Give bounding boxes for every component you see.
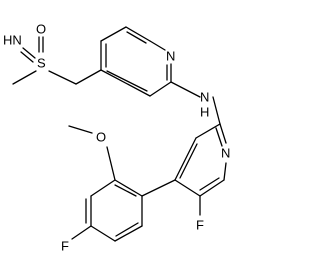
- bond-s-ch2: [48, 70, 77, 85]
- pyridine-fluorine-label: F: [196, 218, 204, 233]
- bond-s-nh-a: [22, 47, 36, 59]
- bond-b-c6-c5: [199, 179, 225, 197]
- bond-s-nh-b: [20, 51, 34, 63]
- bond-c1-n: [149, 40, 166, 51]
- bond-c6-nh: [170, 81, 201, 98]
- sulfoximine-group: [12, 36, 102, 85]
- sulfoximine-oxygen-label: O: [36, 22, 46, 37]
- pyridine-bottom-nitrogen-label: N: [221, 146, 230, 161]
- bond-p-c2-c3: [90, 179, 116, 197]
- bond-b-n-c6: [223, 162, 227, 181]
- amine-nitrogen-label: N: [200, 90, 209, 105]
- bond-b-c2-c3: [195, 123, 221, 139]
- bond-o-methyl: [68, 125, 93, 134]
- bond-c5-c4: [100, 69, 151, 97]
- bond-p-c4-c5: [90, 225, 116, 242]
- chemical-structure-diagram: HN O S N N H O N F F: [3, 22, 230, 254]
- amine-hydrogen-label: H: [200, 105, 209, 120]
- bond-p-c5-c6-inner: [115, 222, 139, 237]
- bond-s-methyl: [12, 70, 37, 85]
- bond-p-c1-c2: [114, 179, 143, 197]
- bond-p-c4-f: [71, 225, 92, 240]
- sulfur-label: S: [37, 56, 46, 71]
- lower-pyridine-ring: [174, 123, 227, 216]
- aryl-fluorine-label: F: [61, 239, 69, 254]
- bond-c2-c1-inner: [126, 31, 147, 44]
- bond-p-c1-c2-inner: [114, 184, 137, 197]
- bond-b-c5-c4: [174, 179, 201, 197]
- bond-c6-c5: [149, 81, 172, 97]
- upper-pyridine-ring: [100, 26, 172, 97]
- bond-b-c2-n: [219, 123, 227, 144]
- bond-c3-c2: [100, 26, 127, 42]
- bond-b-c4-c3-inner: [179, 143, 198, 179]
- methoxy-oxygen-label: O: [96, 130, 106, 145]
- bond-ch2-ring: [75, 69, 102, 85]
- amine-linker: [170, 81, 221, 125]
- bond-p-c5-c6: [114, 225, 143, 242]
- bond-p-c2-o: [106, 146, 116, 181]
- bond-b-c4-c3: [174, 137, 197, 181]
- bond-nh-c2b: [212, 96, 221, 125]
- bond-c5-c4-inner: [106, 70, 148, 92]
- bond-c2-c1: [125, 26, 151, 42]
- fluoro-methoxy-phenyl-ring: [68, 125, 143, 242]
- bond-b-c6-c5-inner: [199, 177, 220, 191]
- pyridine-top-nitrogen-label: N: [166, 49, 175, 64]
- imine-nh-label: HN: [3, 33, 22, 48]
- bond-b-c2-n-inner: [215, 127, 223, 147]
- bond-biaryl: [141, 179, 176, 197]
